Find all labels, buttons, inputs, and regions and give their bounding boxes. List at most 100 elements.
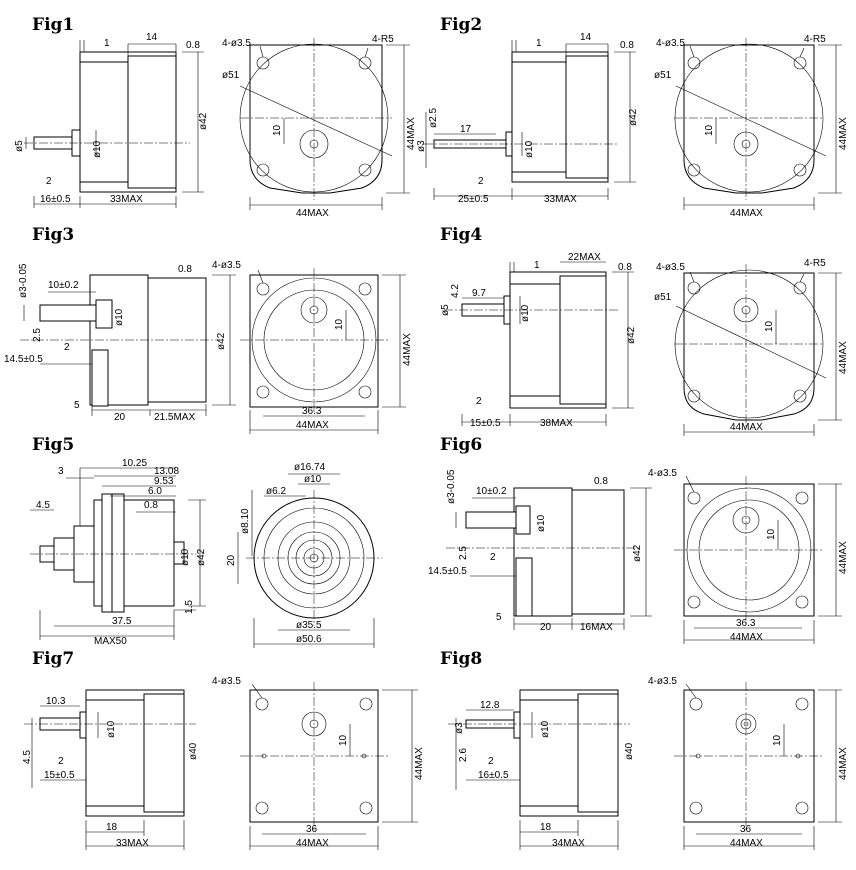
dim-label: 2 bbox=[64, 342, 70, 353]
dim-label: ø8.10 bbox=[240, 508, 251, 534]
dim-label: 4.5 bbox=[22, 750, 33, 764]
side-view: 10.3 ø10 4.5 2 15±0.5 ø40 18 33MAX bbox=[22, 689, 199, 850]
dim-label: 10.25 bbox=[122, 458, 147, 469]
side-view: 12.8 ø3 ø10 2.6 2 16±0.5 ø40 18 34MAX bbox=[448, 689, 635, 850]
figure-title: Fig5 bbox=[32, 435, 74, 455]
figure-7: Fig7 10.3 ø10 4.5 2 15±0.5 ø40 18 33MAX bbox=[22, 649, 425, 850]
dim-label: ø42 bbox=[632, 544, 643, 562]
dim-label: 38MAX bbox=[540, 418, 573, 429]
front-view: ø16.74 ø10 ø6.2 ø8.10 20 ø35.5 ø50.6 bbox=[226, 462, 382, 648]
dim-label: 14.5±0.5 bbox=[4, 354, 43, 365]
dim-label: 44MAX bbox=[838, 541, 849, 574]
dim-label: 4-ø3.5 bbox=[648, 676, 677, 687]
dim-label: 44MAX bbox=[296, 208, 329, 219]
dim-label: 13.08 bbox=[154, 466, 179, 477]
dim-label: 44MAX bbox=[402, 333, 413, 366]
dim-label: ø42 bbox=[216, 332, 227, 350]
dim-label: 4-ø3.5 bbox=[222, 38, 251, 49]
dim-label: 0.8 bbox=[594, 476, 608, 487]
dim-label: ø35.5 bbox=[296, 620, 322, 631]
dim-label: ø3-0.05 bbox=[446, 469, 457, 504]
dim-label: ø5 bbox=[14, 140, 25, 152]
dim-label: 25±0.5 bbox=[458, 194, 489, 205]
figure-title: Fig6 bbox=[440, 435, 482, 455]
dim-label: 4-ø3.5 bbox=[648, 468, 677, 479]
dim-label: 44MAX bbox=[296, 838, 329, 849]
dim-label: ø10 bbox=[536, 514, 547, 532]
dim-label: 14 bbox=[146, 32, 158, 43]
dim-label: 2.5 bbox=[458, 546, 469, 560]
dim-label: 14 bbox=[580, 32, 592, 43]
dim-label: 9.53 bbox=[154, 476, 174, 487]
dim-label: 4.2 bbox=[450, 284, 461, 298]
front-view: 4-ø3.5 4-R5 ø51 10 44MAX 44MAX bbox=[654, 258, 849, 436]
figure-title: Fig2 bbox=[440, 15, 482, 35]
dim-label: 44MAX bbox=[414, 747, 425, 780]
dim-label: ø51 bbox=[222, 70, 240, 81]
figure-title: Fig3 bbox=[32, 225, 74, 245]
dim-label: ø40 bbox=[624, 742, 635, 760]
front-view: 4-ø3.5 10 44MAX 36.3 44MAX bbox=[648, 468, 849, 644]
dim-label: 2.6 bbox=[458, 748, 469, 762]
dim-label: 20 bbox=[114, 412, 126, 423]
dim-label: ø10 bbox=[106, 720, 117, 738]
dim-label: 10 bbox=[338, 734, 349, 746]
dim-label: ø10 bbox=[304, 474, 322, 485]
dim-label: 4-R5 bbox=[804, 258, 826, 269]
dim-label: 21.5MAX bbox=[154, 412, 195, 423]
dim-label: 14.5±0.5 bbox=[428, 566, 467, 577]
dim-label: 4-ø3.5 bbox=[212, 676, 241, 687]
dim-label: ø50.6 bbox=[296, 634, 322, 645]
figure-8: Fig8 12.8 ø3 ø10 2.6 2 16±0.5 ø40 18 34M… bbox=[440, 649, 849, 850]
figure-6: Fig6 ø3-0.05 10±0.2 0.8 ø10 2.5 2 14.5±0… bbox=[428, 435, 849, 644]
dim-label: 4-ø3.5 bbox=[656, 262, 685, 273]
dim-label: 10 bbox=[764, 320, 775, 332]
side-view: 1 22MAX 0.8 4.2 9.7 ø5 ø10 ø42 2 15±0.5 … bbox=[440, 252, 637, 429]
front-view: 4-ø3.5 4-R5 ø51 10 44MAX 44MAX bbox=[222, 34, 417, 219]
dim-label: 2 bbox=[46, 176, 52, 187]
dim-label: 17 bbox=[460, 124, 472, 135]
figure-2: Fig2 1 14 0.8 ø2.5 17 ø3 ø10 ø42 2 25±0.… bbox=[416, 15, 849, 219]
dim-label: 18 bbox=[540, 822, 552, 833]
dim-label: ø10 bbox=[114, 308, 125, 326]
dim-label: ø10 bbox=[524, 140, 535, 158]
figure-title: Fig1 bbox=[32, 15, 74, 35]
dim-label: ø10 bbox=[180, 548, 191, 566]
dim-label: 10 bbox=[704, 124, 715, 136]
dim-label: 2.5 bbox=[32, 328, 43, 342]
dim-label: 4.5 bbox=[36, 500, 50, 511]
dim-label: 4-ø3.5 bbox=[656, 38, 685, 49]
dim-label: 22MAX bbox=[568, 252, 601, 263]
side-view: 1 14 0.8 ø2.5 17 ø3 ø10 ø42 2 25±0.5 33M… bbox=[416, 32, 639, 205]
dim-label: 4-R5 bbox=[372, 34, 394, 45]
dim-label: 0.8 bbox=[618, 262, 632, 273]
dim-label: ø42 bbox=[626, 326, 637, 344]
dim-label: 10±0.2 bbox=[48, 280, 79, 291]
dim-label: 15±0.5 bbox=[44, 770, 75, 781]
dim-label: 10±0.2 bbox=[476, 486, 507, 497]
side-view: ø3-0.05 10±0.2 0.8 ø10 2.5 2 14.5±0.5 ø4… bbox=[428, 469, 652, 633]
dim-label: ø42 bbox=[628, 108, 639, 126]
dim-label: 10 bbox=[766, 528, 777, 540]
dim-label: 44MAX bbox=[730, 422, 763, 433]
dim-label: ø40 bbox=[188, 742, 199, 760]
dim-label: 37.5 bbox=[112, 616, 132, 627]
dim-label: 9.7 bbox=[472, 288, 486, 299]
dim-label: 33MAX bbox=[110, 194, 143, 205]
dim-label: 2 bbox=[478, 176, 484, 187]
front-view: 4-ø3.5 4-R5 ø51 10 44MAX 44MAX bbox=[654, 34, 849, 219]
dim-label: ø3-0.05 bbox=[18, 263, 29, 298]
dim-label: 36 bbox=[740, 824, 752, 835]
side-view: 10.25 3 13.08 9.53 6.0 4.5 0.8 ø10 ø42 1… bbox=[30, 458, 207, 647]
dim-label: 1.5 bbox=[184, 600, 195, 614]
dim-label: 44MAX bbox=[838, 117, 849, 150]
dim-label: 36.3 bbox=[302, 406, 322, 417]
dim-label: 3 bbox=[58, 466, 64, 477]
dim-label: 12.8 bbox=[480, 700, 500, 711]
dim-label: 10 bbox=[334, 318, 345, 330]
front-view: 4-ø3.5 10 44MAX 36 44MAX bbox=[648, 676, 849, 850]
dim-label: 2 bbox=[58, 756, 64, 767]
dim-label: 2 bbox=[490, 552, 496, 563]
dim-label: MAX50 bbox=[94, 636, 127, 647]
